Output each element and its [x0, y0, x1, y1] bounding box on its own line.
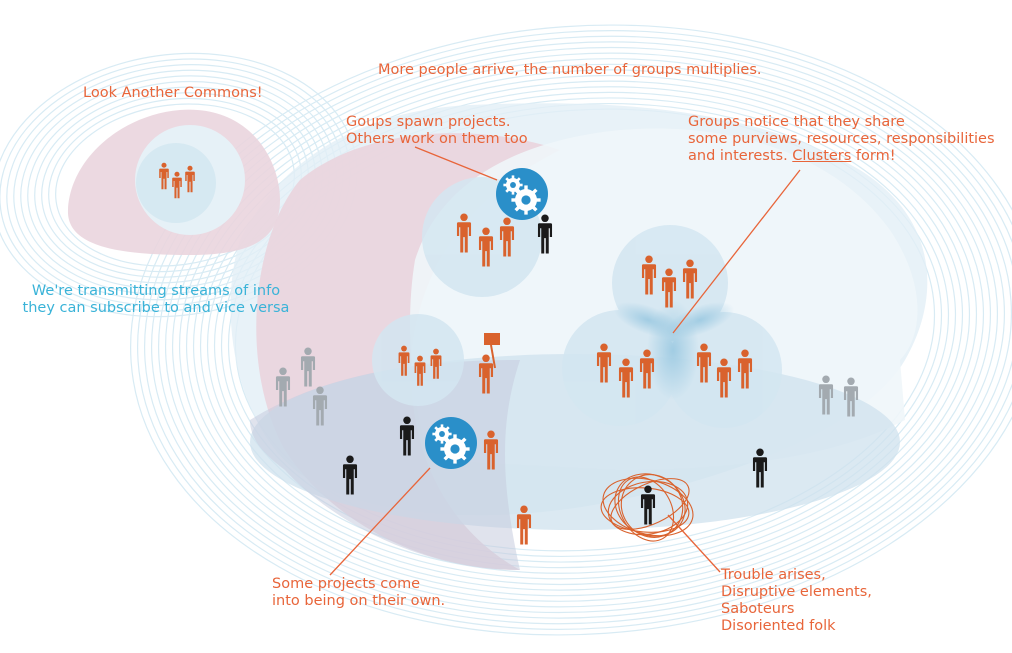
- caption-line: Goups spawn projects.: [346, 114, 511, 130]
- caption-line: We're transmitting streams of info: [31, 283, 281, 299]
- ring: [220, 97, 950, 563]
- caption-line: they can subscribe to and vice versa: [22, 300, 290, 316]
- top-caption: More people arrive, the number of groups…: [378, 62, 762, 78]
- caption-line: Saboteurs: [721, 601, 795, 617]
- another-commons-caption: Look Another Commons!: [83, 85, 263, 101]
- clusters-link[interactable]: Clusters: [792, 148, 852, 164]
- caption-line: Trouble arises,: [721, 567, 826, 583]
- ring: [199, 80, 971, 580]
- ring: [144, 35, 1012, 625]
- gears-icon: [425, 417, 477, 469]
- clusters-caption: Groups notice that they share some purvi…: [688, 114, 995, 165]
- ring: [192, 74, 978, 586]
- caption-text: and interests.: [688, 148, 793, 164]
- caption-line: and interests. Clusters form!: [688, 148, 995, 165]
- ring: [130, 24, 1012, 636]
- caption-line: Groups notice that they share: [688, 114, 905, 130]
- caption-text: form!: [851, 148, 896, 164]
- gears-icon: [496, 168, 548, 220]
- projects-caption: Goups spawn projects. Others work on the…: [346, 114, 528, 148]
- transmit-caption: We're transmitting streams of info they …: [20, 283, 292, 317]
- ring: [150, 41, 1012, 619]
- protest-sign-icon: [484, 333, 500, 369]
- cluster-blob: [613, 300, 735, 400]
- caption-line: into being on their own.: [272, 593, 446, 609]
- ring: [206, 86, 964, 574]
- own-projects-caption: Some projects come into being on their o…: [272, 576, 445, 610]
- ring: [55, 103, 295, 267]
- ring: [178, 63, 992, 597]
- ring: [137, 30, 1012, 630]
- caption-line: Some projects come: [272, 576, 421, 592]
- caption-line: Others work on them too: [346, 131, 528, 147]
- ring: [213, 91, 957, 569]
- caption-line: Disruptive elements,: [721, 584, 872, 600]
- ring: [185, 69, 985, 591]
- leader-lines: [329, 146, 801, 576]
- ring: [157, 46, 1012, 614]
- caption-line: some purviews, resources, responsibiliti…: [688, 131, 995, 147]
- ring: [164, 52, 1006, 608]
- ring: [171, 58, 999, 602]
- another-commons: [67, 109, 280, 255]
- caption-line: Disoriented folk: [721, 618, 836, 634]
- trouble-caption: Trouble arises, Disruptive elements, Sab…: [721, 567, 872, 635]
